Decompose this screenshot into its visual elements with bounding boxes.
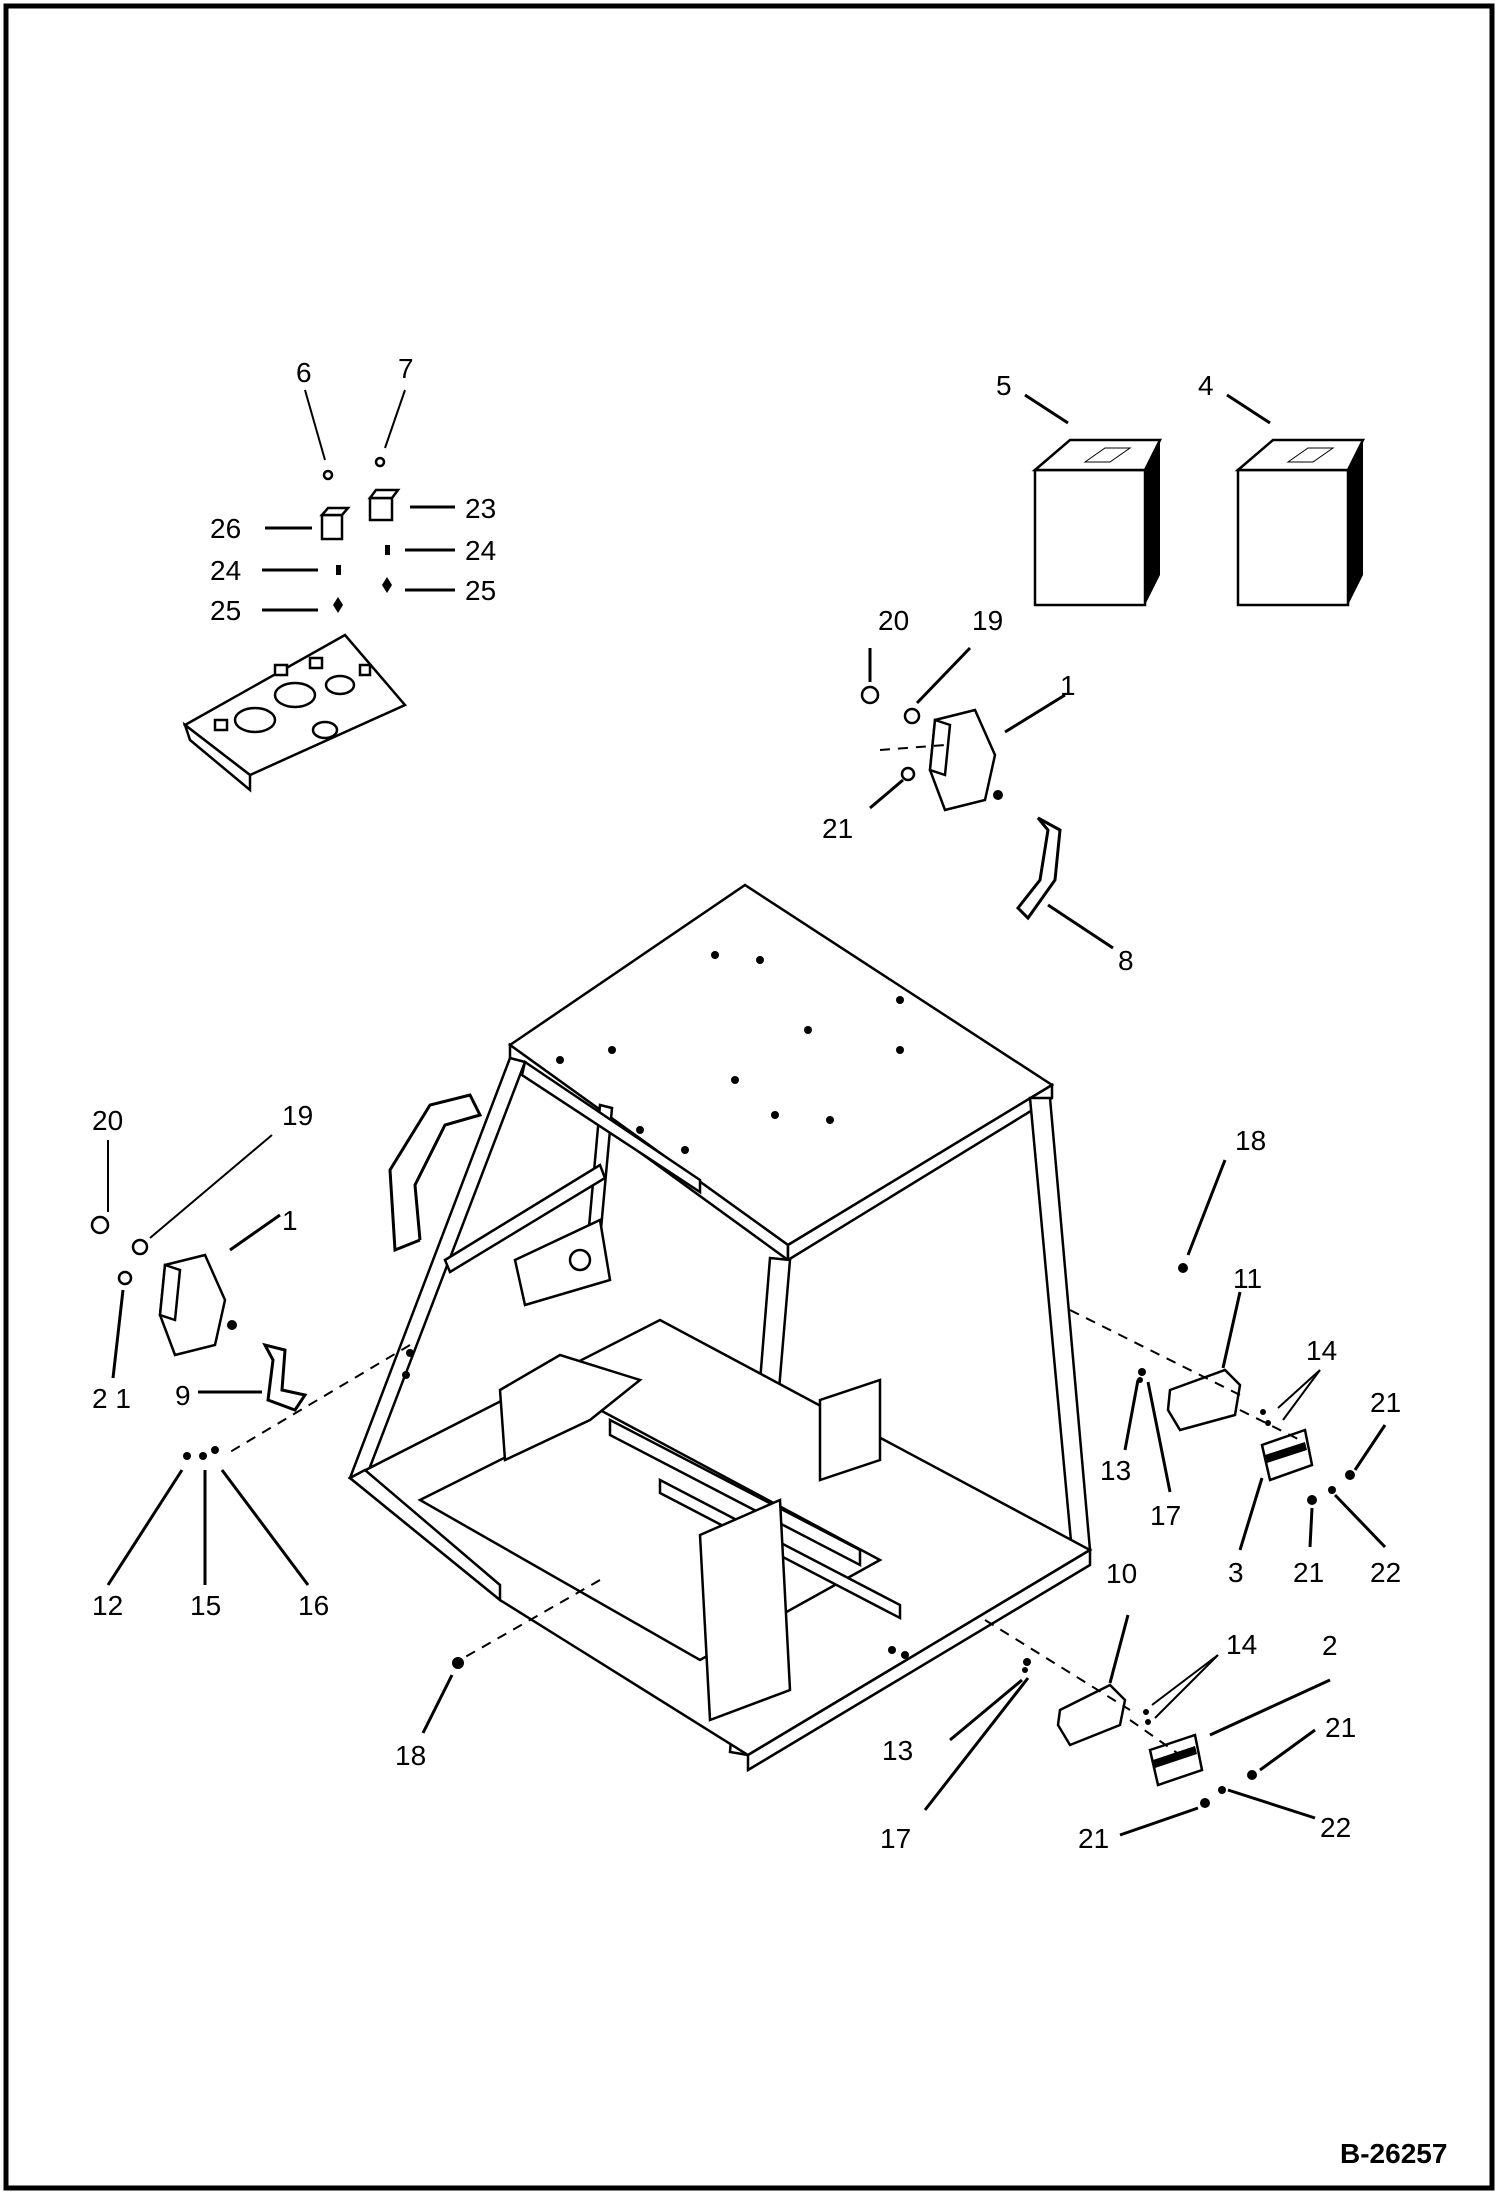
callout-21-right-top: 21: [1370, 1387, 1401, 1418]
callout-18-lower: 18: [395, 1740, 426, 1771]
callout-12: 12: [92, 1590, 123, 1621]
callout-23: 23: [465, 493, 496, 524]
callout-21-left: 2 1: [92, 1383, 131, 1414]
lens-6: [322, 469, 334, 481]
callout-24-left: 24: [210, 555, 241, 586]
callout-7: 7: [398, 353, 414, 384]
callout-3: 3: [1228, 1557, 1244, 1588]
battery-5: [1031, 438, 1163, 607]
callout-20-upper: 20: [878, 605, 909, 636]
light-1-left: [90, 1215, 237, 1357]
socket-25-left: [333, 597, 343, 613]
battery-4: [1234, 438, 1366, 607]
callout-21-bottom: 21: [1078, 1823, 1109, 1854]
callout-25-left: 25: [210, 595, 241, 626]
switch-23: [367, 488, 401, 522]
callout-14-lower: 14: [1226, 1629, 1257, 1660]
callout-14-upper: 14: [1306, 1335, 1337, 1366]
callout-11: 11: [1233, 1263, 1262, 1294]
callout-1-upper: 1: [1060, 670, 1076, 701]
callout-13-upper: 13: [1100, 1455, 1131, 1486]
sheet-border: [3, 3, 1495, 2191]
alignment-lines: [224, 744, 1301, 1756]
leader-lines: [106, 389, 1387, 1837]
callout-10: 10: [1106, 1558, 1137, 1589]
callout-20-left: 20: [92, 1105, 123, 1136]
callout-2: 2: [1322, 1630, 1338, 1661]
callout-8: 8: [1118, 945, 1134, 976]
callout-labels: 6 7 26 24 25 23 24 25 5 4 20 19 1 21 8 2…: [92, 353, 1447, 2169]
callout-17-lower: 17: [880, 1823, 911, 1854]
callout-21-right-mid: 21: [1293, 1557, 1324, 1588]
switch-26: [319, 506, 351, 541]
callout-22-lower: 22: [1320, 1812, 1351, 1843]
light-1-upper: [860, 685, 1003, 812]
bracket-9: [262, 1342, 308, 1412]
callout-21-upper: 21: [822, 813, 853, 844]
callout-6: 6: [296, 357, 312, 388]
callout-17-upper: 17: [1150, 1500, 1181, 1531]
hardware-dots: [183, 1263, 1355, 1808]
callout-1-left: 1: [282, 1205, 298, 1236]
bulb-24-left: [336, 565, 341, 575]
callout-16: 16: [298, 1590, 329, 1621]
callout-9: 9: [175, 1380, 191, 1411]
bulb-24-right: [385, 545, 390, 555]
callout-19-upper: 19: [972, 605, 1003, 636]
callout-15: 15: [190, 1590, 221, 1621]
tail-light-2: [1148, 1733, 1204, 1787]
callout-22-upper: 22: [1370, 1557, 1401, 1588]
callout-24-right: 24: [465, 535, 496, 566]
tail-light-housing-10: [1056, 1683, 1127, 1747]
callout-13-lower: 13: [882, 1735, 913, 1766]
lens-7: [374, 456, 386, 468]
callout-26: 26: [210, 513, 241, 544]
callout-19-left: 19: [282, 1100, 313, 1131]
tail-light-3: [1260, 1428, 1314, 1482]
bracket-8: [1015, 816, 1062, 921]
document-number: B-26257: [1340, 2138, 1447, 2169]
tail-light-housing-11: [1166, 1368, 1242, 1432]
callout-4: 4: [1198, 370, 1214, 401]
callout-5: 5: [996, 370, 1012, 401]
callout-21-right-low: 21: [1325, 1712, 1356, 1743]
instrument-panel: [182, 633, 408, 793]
socket-25-right: [382, 577, 392, 593]
callout-25-right: 25: [465, 575, 496, 606]
cab-frame: [347, 883, 1093, 1773]
callout-18-upper: 18: [1235, 1125, 1266, 1156]
